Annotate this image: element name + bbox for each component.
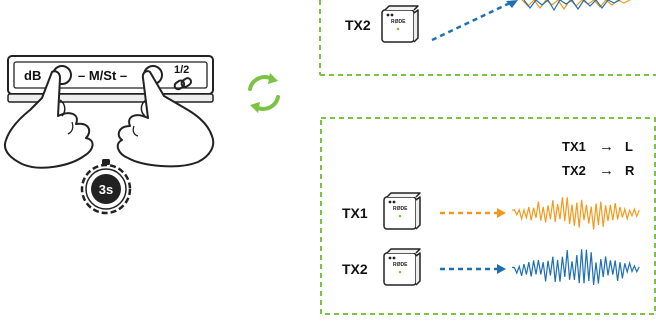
top-signal-arrowhead (506, 0, 518, 8)
db-label: dB (24, 68, 41, 83)
hold-time-label: 3s (99, 182, 113, 197)
bottom-panel: TX1 → L TX2 → R TX1 RØDE TX2 RØDE (320, 117, 656, 315)
bottom-panel-border (320, 117, 656, 315)
top-signal-arrow (431, 1, 511, 42)
link-icon (173, 77, 193, 91)
tx1-device: RØDE (383, 192, 421, 230)
tx2-label: TX2 (342, 261, 368, 277)
mapping-arrow-1: → (599, 138, 614, 155)
channel-label: 1/2 (174, 64, 189, 76)
top-panel: TX2 RØDE (319, 0, 656, 76)
tx2-device: RØDE (383, 248, 421, 286)
tx1-signal-arrowhead (497, 208, 506, 218)
tx2-device-brand: RØDE (393, 262, 408, 268)
receiver-device: dB – M/St – 1/2 (4, 55, 215, 169)
tx1-waveform (511, 197, 640, 230)
tx1-device-brand: RØDE (393, 206, 408, 212)
top-transmitter-device: RØDE (381, 5, 419, 43)
receiver-bezel (13, 61, 208, 89)
mapping-arrow-2: → (599, 162, 614, 179)
mode-label: – M/St – (78, 68, 127, 83)
tx1-label: TX1 (342, 205, 368, 221)
channel-mapping: TX1 → L TX2 → R (562, 138, 635, 179)
left-hand (4, 70, 94, 169)
tx2-waveform (511, 249, 640, 285)
top-tx-label: TX2 (345, 17, 371, 33)
refresh-arrows-icon (248, 73, 280, 113)
top-device-brand: RØDE (391, 19, 406, 25)
tx2-signal-arrowhead (497, 264, 506, 274)
top-waveform-blue (523, 0, 621, 12)
mapping-source-2: TX2 (562, 163, 586, 178)
mapping-source-1: TX1 (562, 139, 586, 154)
stopwatch-icon: 3s (80, 159, 132, 215)
right-hand (116, 70, 215, 168)
mapping-channel-1: L (625, 139, 633, 154)
mapping-channel-2: R (625, 163, 635, 178)
